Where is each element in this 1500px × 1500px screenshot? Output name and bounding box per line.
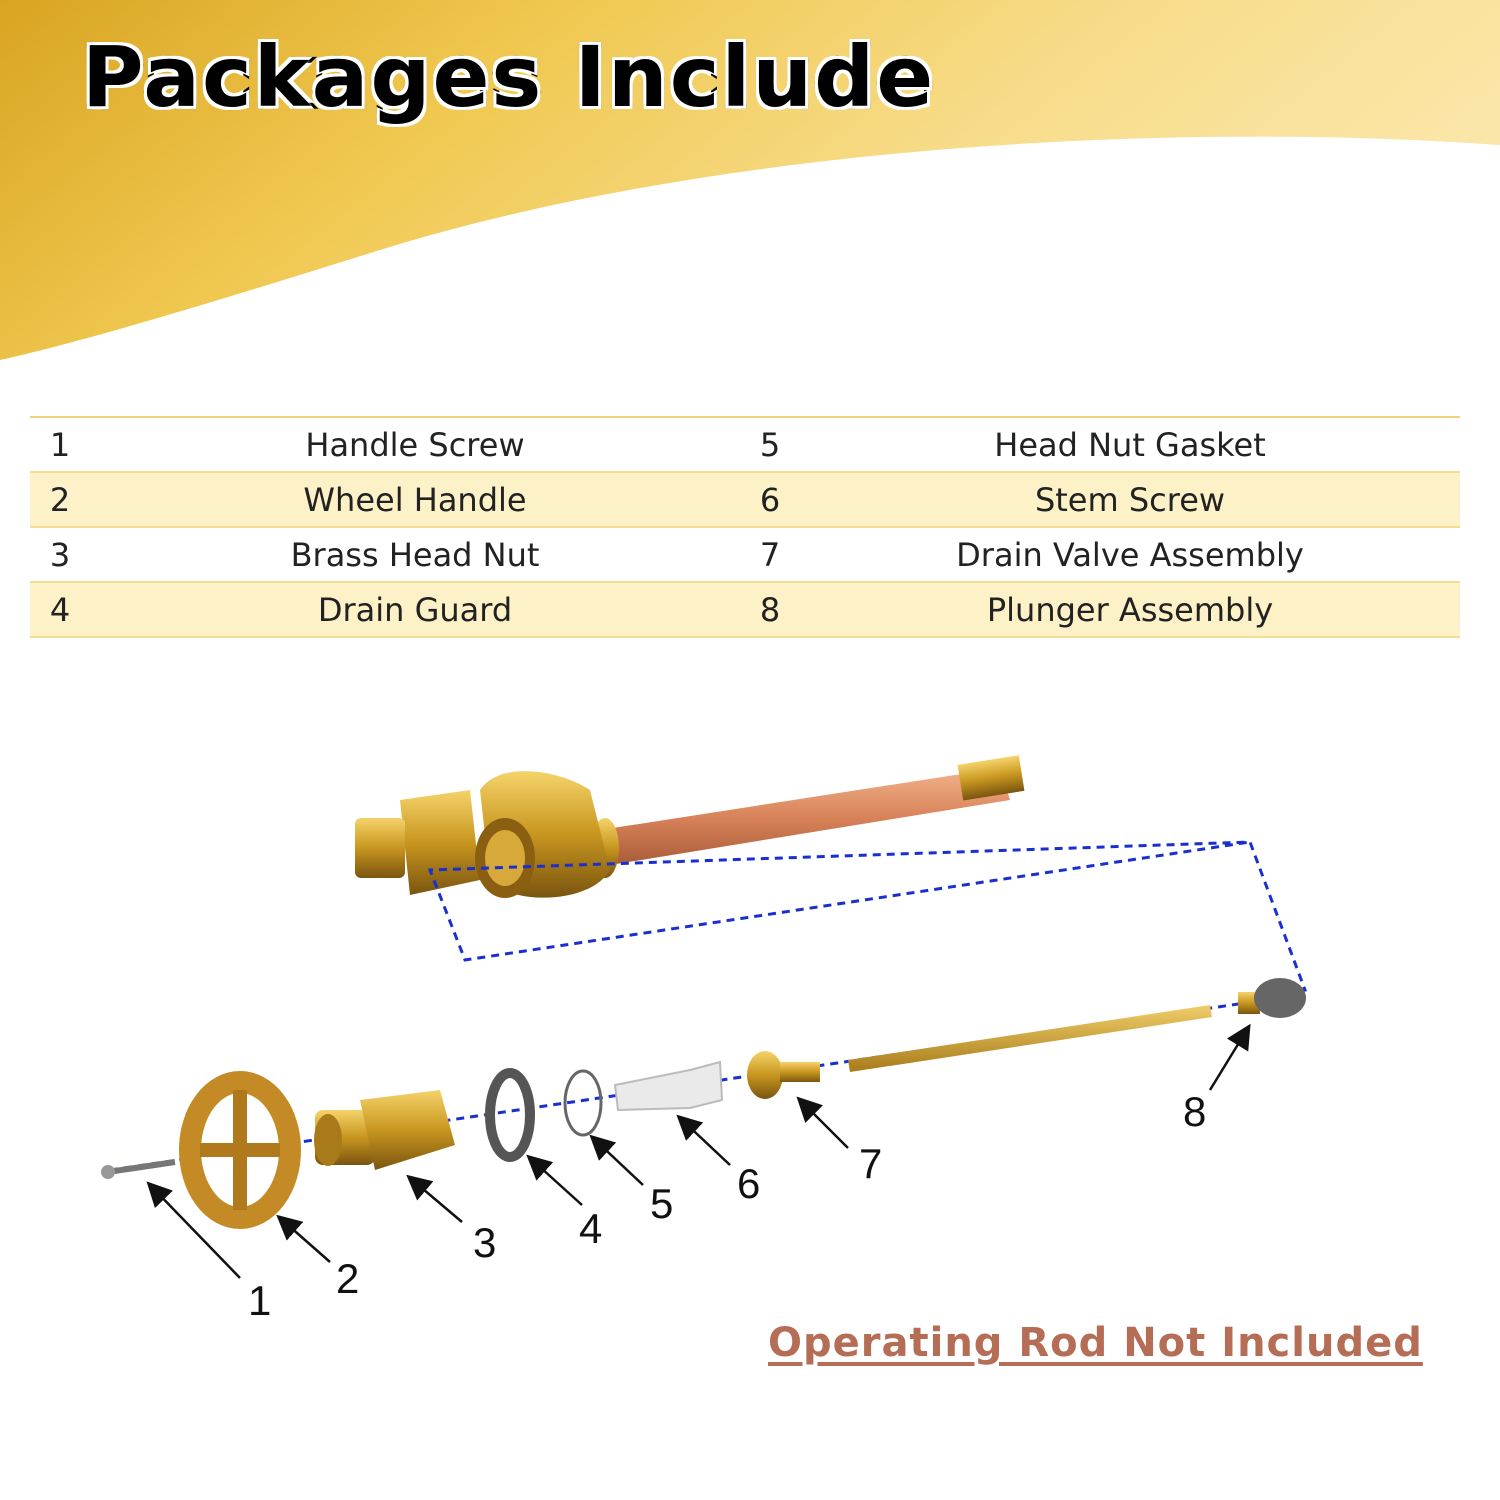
part-number: 8 [740, 582, 800, 638]
parts-table: 1 Handle Screw 5 Head Nut Gasket 2 Wheel… [30, 416, 1460, 638]
callout-arrows [146, 1023, 1251, 1279]
brass-head-nut-icon [314, 1090, 455, 1170]
part-name: Brass Head Nut [90, 527, 740, 583]
not-included-note: Operating Rod Not Included [768, 1320, 1423, 1366]
part-name: Plunger Assembly [800, 582, 1460, 638]
part-name: Handle Screw [90, 417, 740, 473]
callout-7: 7 [859, 1140, 882, 1187]
table-row: 1 Handle Screw 5 Head Nut Gasket [30, 417, 1460, 473]
callout-4: 4 [579, 1205, 602, 1252]
part-number: 6 [740, 472, 800, 528]
part-name: Wheel Handle [90, 472, 740, 528]
part-name: Stem Screw [800, 472, 1460, 528]
callout-1: 1 [248, 1277, 271, 1324]
plunger-assembly-icon [1238, 978, 1306, 1018]
part-number: 3 [30, 527, 90, 583]
callout-2: 2 [336, 1255, 359, 1302]
part-number: 2 [30, 472, 90, 528]
table-row: 3 Brass Head Nut 7 Drain Valve Assembly [30, 527, 1460, 583]
exploded-parts-diagram: 1 2 3 4 5 6 7 8 [101, 755, 1308, 1324]
wheel-handle-icon [179, 1071, 301, 1229]
part-name: Drain Guard [90, 582, 740, 638]
table-row: 4 Drain Guard 8 Plunger Assembly [30, 582, 1460, 638]
callout-6: 6 [737, 1160, 760, 1207]
faucet-body-icon [355, 755, 1025, 898]
handle-screw-icon [101, 1159, 176, 1179]
part-number: 4 [30, 582, 90, 638]
operating-rod-icon [848, 1005, 1212, 1072]
part-number: 1 [30, 417, 90, 473]
callout-5: 5 [650, 1180, 673, 1227]
stem-screw-icon [613, 1060, 724, 1112]
drain-valve-assembly-icon [747, 1051, 820, 1099]
assembly-guide-line [109, 840, 1308, 1172]
table-row: 2 Wheel Handle 6 Stem Screw [30, 472, 1460, 528]
gold-banner [0, 0, 1500, 360]
page-title: Packages Include [79, 25, 936, 129]
drain-guard-icon [485, 1068, 535, 1162]
part-name: Head Nut Gasket [800, 417, 1460, 473]
callout-3: 3 [473, 1219, 496, 1266]
callout-8: 8 [1183, 1088, 1206, 1135]
head-nut-gasket-icon [563, 1069, 603, 1137]
part-number: 7 [740, 527, 800, 583]
part-number: 5 [740, 417, 800, 473]
part-name: Drain Valve Assembly [800, 527, 1460, 583]
